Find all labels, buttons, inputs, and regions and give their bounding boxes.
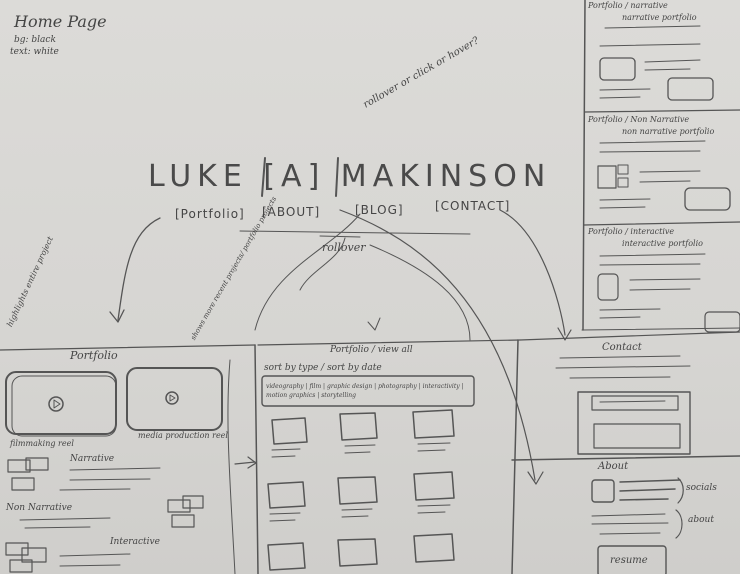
about-label: about (688, 515, 714, 525)
sort-line[interactable]: sort by type / sort by date (264, 363, 382, 373)
right-panel-2-header: Portfolio / Non Narrative (588, 115, 690, 124)
right-panel-3-header: Portfolio / interactive (588, 227, 675, 236)
category-non-narrative[interactable]: Non Narrative (6, 503, 73, 513)
reel-label-media[interactable]: media production reel (138, 431, 228, 440)
nav-blog[interactable]: [BLOG] (355, 203, 404, 217)
portfolio-panel-title: Portfolio (70, 349, 118, 362)
bg-note: bg: black (14, 35, 56, 45)
rollover-label: rollover (322, 241, 366, 254)
text-note: text: white (10, 47, 59, 57)
about-title: About (598, 461, 629, 472)
contact-title: Contact (602, 342, 642, 353)
site-name: LUKE [A] MAKINSON (148, 159, 552, 194)
right-panel-1-subtitle: narrative portfolio (622, 13, 697, 22)
resume-label[interactable]: resume (610, 555, 648, 566)
category-interactive[interactable]: Interactive (110, 537, 160, 547)
nav-about[interactable]: [ABOUT] (262, 205, 321, 219)
nav-contact[interactable]: [CONTACT] (435, 199, 511, 213)
view-all-title: Portfolio / view all (330, 345, 413, 355)
nav-portfolio[interactable]: [Portfolio] (175, 207, 245, 221)
page-title: Home Page (14, 12, 107, 31)
socials-label: socials (686, 483, 717, 493)
right-panel-1-header: Portfolio / narrative (588, 1, 668, 10)
right-panel-2-subtitle: non narrative portfolio (622, 127, 715, 136)
filter-bar[interactable]: videography | film | graphic design | ph… (266, 383, 464, 399)
reel-label-filmmaking[interactable]: filmmaking reel (10, 439, 74, 448)
category-narrative[interactable]: Narrative (70, 454, 115, 464)
right-panel-3-subtitle: interactive portfolio (622, 239, 703, 248)
